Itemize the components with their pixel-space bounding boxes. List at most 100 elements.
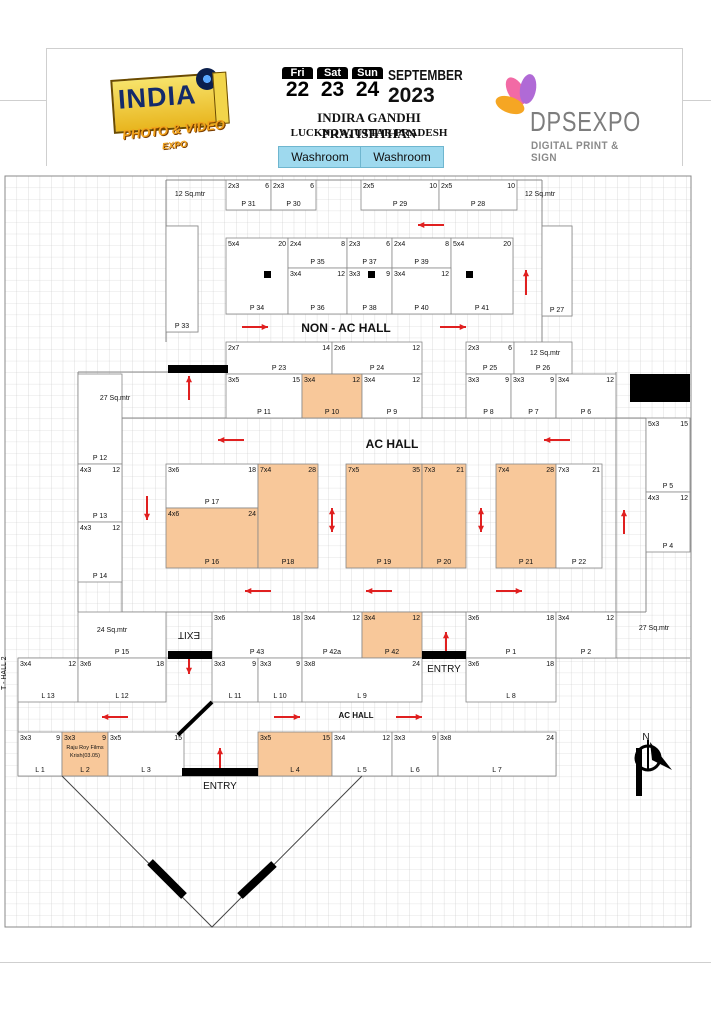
stall-size: 3x4 [364,615,375,622]
stall-size: 3x6 [214,615,225,622]
door-marker [630,374,690,402]
stall-box [77,373,123,465]
stall-id: L 1 [35,767,45,774]
arrow-head [620,510,628,517]
stall-box [438,179,518,211]
day-number: 23 [320,78,345,101]
stall-id: P 40 [414,305,428,312]
arrow-head [366,587,373,595]
stall-box [555,611,617,659]
stall-box [225,373,303,419]
stall-id: P 12 [93,455,107,462]
stall-size: 3x4 [558,377,569,384]
stall-p12: P 12 [77,373,123,465]
stall-id: P 19 [377,559,391,566]
stall-size: 7x4 [260,467,271,474]
arrow-head [442,632,450,639]
stall-id: P 39 [414,259,428,266]
stall-size: 4x6 [168,511,179,518]
arrow-head [459,323,466,331]
direction-arrow-icon [366,587,392,595]
stall-id: P 16 [205,559,219,566]
stall-box [17,731,63,777]
stall-area: 6 [310,183,314,190]
stall-id: P 33 [175,323,189,330]
open-area-label: 12 Sq.mtr [175,191,206,198]
arrow-layer [102,221,628,774]
stall-box [555,373,617,419]
date-sun: Sun 24 [352,67,383,103]
stall-size: 3x6 [468,615,479,622]
stall-id: P 30 [286,201,300,208]
stall-size: 4x3 [80,467,91,474]
direction-arrow-icon [620,510,628,534]
direction-arrow-icon [440,323,466,331]
stall-id: L 9 [357,693,367,700]
stall-id: P 34 [250,305,264,312]
stall-id: P 26 [536,365,550,372]
stall-size: 5x4 [453,241,464,248]
stall-id: P 5 [663,483,673,490]
direction-arrow-icon [218,436,244,444]
stall-area: 15 [174,735,182,742]
side-hall-label: T - HALL 2 [1,656,8,690]
direction-arrow-icon [396,713,422,721]
direction-arrow-icon [102,713,128,721]
day-name: Sun [352,67,383,79]
stall-area: 8 [445,241,449,248]
stall-p6: 3x4 12 P 6 [555,373,617,419]
stall-area: 12 [680,495,688,502]
stall-box [225,341,333,375]
stall-area: 9 [56,735,60,742]
day-number: 22 [285,78,310,101]
open-area-label: 24 Sq.mtr [97,627,128,634]
stall-area: 12 [352,377,360,384]
stall-area: 12 [606,377,614,384]
arrow-head [328,525,336,532]
day-name: Fri [282,67,313,79]
stall-box [495,463,557,569]
day-number: 24 [355,78,380,101]
stall-size: 2x7 [228,345,239,352]
open-area-label: 27 Sq.mtr [100,395,131,402]
stall-id: L 6 [410,767,420,774]
stall-size: 3x3 [349,271,360,278]
direction-arrow-icon [185,376,193,400]
stall-area: 12 [441,271,449,278]
stall-size: 3x4 [394,271,405,278]
stall-area: 12 [412,615,420,622]
stall-id: P 2 [581,649,591,656]
stall-size: 3x3 [468,377,479,384]
stall-size: 3x4 [20,661,31,668]
stall-id: P 25 [483,365,497,372]
footer-divider [0,962,711,963]
stall-id: P 27 [550,307,564,314]
stall-area: 18 [156,661,164,668]
stall-size: 3x4 [334,735,345,742]
stall-note: Raju Roy Films [66,745,104,751]
stall-id: P 43 [250,649,264,656]
stall-id: P 14 [93,573,107,580]
stall-id: L 5 [357,767,367,774]
logo-tagline: DIGITAL PRINT & SIGN [531,140,619,164]
stall-id: P 6 [581,409,591,416]
stall-box [555,463,603,569]
stall-id: L 13 [41,693,54,700]
stall-size: 2x6 [334,345,345,352]
direction-arrow-icon [242,323,268,331]
stall-id: P 11 [257,409,271,416]
